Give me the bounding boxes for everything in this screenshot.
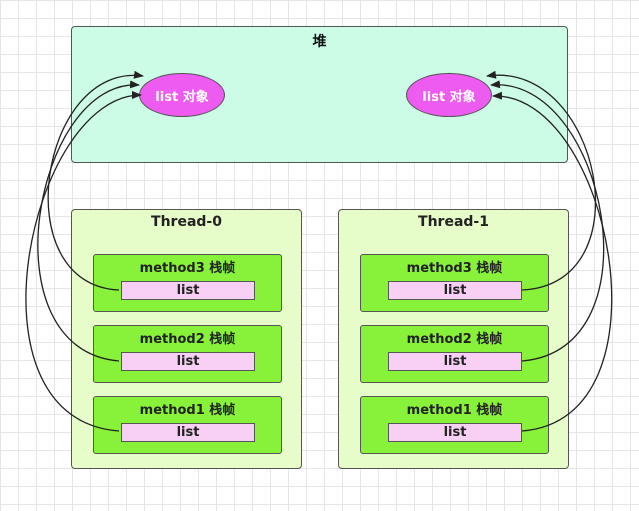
frame-title: method1 栈帧: [139, 403, 236, 418]
list-object-right: list 对象: [406, 73, 492, 117]
list-object-left: list 对象: [139, 73, 225, 117]
list-reference: list: [121, 423, 255, 442]
list-reference: list: [388, 352, 522, 371]
frame-title: method3 栈帧: [139, 261, 236, 276]
heap-title: 堆: [312, 34, 327, 50]
stack-frame-method2: method2 栈帧 list: [360, 325, 549, 383]
thread-0-stack: Thread-0 method3 栈帧 list method2 栈帧 list…: [71, 209, 302, 469]
stack-frame-method3: method3 栈帧 list: [360, 254, 549, 312]
thread-title: Thread-1: [418, 214, 489, 230]
stack-frame-method3: method3 栈帧 list: [93, 254, 282, 312]
stack-frame-method2: method2 栈帧 list: [93, 325, 282, 383]
list-reference: list: [121, 352, 255, 371]
frame-title: method3 栈帧: [406, 261, 503, 276]
stack-frame-method1: method1 栈帧 list: [360, 396, 549, 454]
frame-title: method2 栈帧: [406, 332, 503, 347]
thread-1-stack: Thread-1 method3 栈帧 list method2 栈帧 list…: [338, 209, 569, 469]
list-reference: list: [121, 281, 255, 300]
thread-title: Thread-0: [151, 214, 222, 230]
frame-title: method1 栈帧: [406, 403, 503, 418]
stack-frame-method1: method1 栈帧 list: [93, 396, 282, 454]
list-reference: list: [388, 423, 522, 442]
frame-title: method2 栈帧: [139, 332, 236, 347]
list-reference: list: [388, 281, 522, 300]
